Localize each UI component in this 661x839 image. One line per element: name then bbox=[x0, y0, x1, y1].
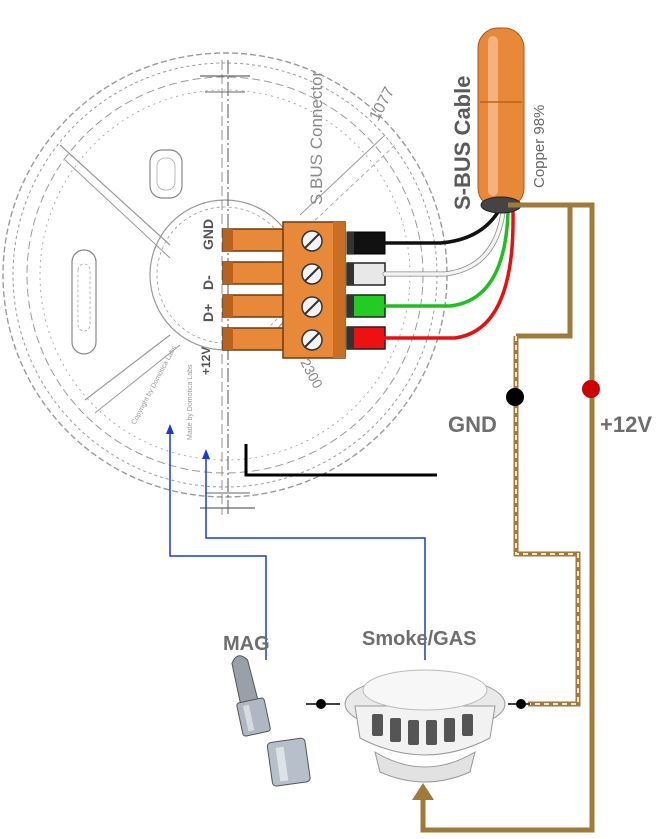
base-plate-spoke bbox=[309, 144, 396, 226]
smoke-right-terminal bbox=[516, 699, 526, 709]
vcc-label: +12V bbox=[600, 412, 652, 437]
terminal-block bbox=[222, 221, 386, 359]
smoke-detector-cap bbox=[374, 750, 476, 783]
keyhole-slot-inner bbox=[77, 263, 91, 332]
base-plate-fineprint: Copyright by Domotica Labs bbox=[131, 345, 179, 426]
connector-code: 1077 bbox=[367, 84, 399, 123]
keyhole-slot bbox=[71, 249, 97, 355]
wire-sleeve-end bbox=[347, 263, 354, 285]
connector-code-bottom: 2300 bbox=[297, 356, 326, 391]
mag-reed-sensor bbox=[231, 655, 311, 787]
smoke-vent bbox=[444, 718, 455, 742]
gnd-rail-dashes bbox=[515, 336, 579, 705]
gnd-rail-lower bbox=[513, 336, 581, 707]
base-plate-spoke bbox=[59, 144, 171, 246]
smoke-vent bbox=[408, 720, 419, 745]
terminal-screw-slot bbox=[304, 266, 320, 282]
wire-red bbox=[383, 210, 515, 340]
wire-green bbox=[383, 210, 510, 308]
smoke-vent bbox=[426, 720, 437, 745]
mag-reed-tip bbox=[231, 655, 260, 709]
cable-subtitle: Copper 98% bbox=[531, 105, 548, 188]
terminal-pin-lip bbox=[223, 262, 233, 284]
mag-reed-body bbox=[236, 697, 271, 737]
smoke-detector bbox=[344, 669, 506, 783]
terminal-screw-slots bbox=[304, 233, 320, 348]
mag-magnet-body bbox=[266, 737, 311, 787]
smoke-detector-vents bbox=[372, 714, 473, 745]
smoke-sense-arrow bbox=[202, 449, 210, 459]
sense-wires bbox=[169, 430, 426, 660]
base-plate-spoke bbox=[84, 334, 171, 401]
bus-cable bbox=[477, 27, 525, 214]
gnd-junction-dot bbox=[506, 388, 524, 406]
vcc-rail-arrowhead bbox=[412, 783, 434, 800]
screw-mount-slot bbox=[149, 149, 183, 199]
smoke-label: Smoke/GAS bbox=[362, 628, 476, 650]
vcc-junction-dot bbox=[582, 380, 600, 398]
mag-magnet-highlight bbox=[275, 746, 289, 782]
pin-label-dminus: D- bbox=[200, 275, 216, 290]
smoke-detector-top bbox=[362, 669, 488, 711]
terminal-screw-slot bbox=[304, 332, 320, 348]
smoke-left-terminal bbox=[316, 699, 326, 709]
smoke-detector-body bbox=[354, 705, 496, 756]
wire-sleeve-end bbox=[347, 232, 354, 254]
gnd-label: GND bbox=[448, 412, 497, 437]
terminal-screw-slot bbox=[304, 233, 320, 249]
pin-label-vcc: +12V bbox=[199, 347, 213, 375]
pin-label-gnd: GND bbox=[200, 219, 216, 250]
screw-mount-slot-inner bbox=[156, 157, 176, 191]
base-plate-spoke bbox=[64, 159, 171, 259]
terminal-pin-lip bbox=[223, 328, 233, 350]
mag-label: MAG bbox=[223, 633, 270, 655]
cable-highlight bbox=[488, 36, 498, 196]
mag-sense-wire bbox=[169, 430, 267, 660]
bus-wires bbox=[382, 209, 515, 340]
smoke-vent bbox=[462, 714, 473, 736]
base-plate-spoke bbox=[299, 134, 386, 216]
wire-sleeve-end bbox=[347, 295, 354, 317]
terminal-body-shade bbox=[333, 222, 345, 358]
base-plate-fineprint: Made by Domotica Labs bbox=[187, 364, 194, 440]
mag-reed-highlight bbox=[243, 704, 255, 732]
smoke-vent bbox=[390, 718, 401, 742]
cable-title: S-BUS Cable bbox=[450, 76, 475, 210]
smoke-sense-wire bbox=[205, 455, 426, 660]
gnd-rail-upper bbox=[508, 202, 573, 339]
wire-white bbox=[383, 210, 505, 276]
base-marker-line bbox=[244, 444, 437, 477]
cable-jacket bbox=[477, 27, 525, 209]
smoke-vent bbox=[372, 714, 383, 736]
terminal-pin-lip bbox=[223, 295, 233, 317]
mag-sense-arrow bbox=[166, 424, 174, 434]
connector-title: S.BUS Connector bbox=[307, 70, 326, 205]
terminal-pin-lip bbox=[223, 229, 233, 251]
terminal-screw-slot bbox=[304, 299, 320, 315]
base-plate-spoke bbox=[94, 344, 181, 414]
wire-black bbox=[383, 210, 500, 245]
pin-label-dplus: D+ bbox=[200, 304, 216, 322]
wire-sleeve-end bbox=[347, 327, 354, 349]
